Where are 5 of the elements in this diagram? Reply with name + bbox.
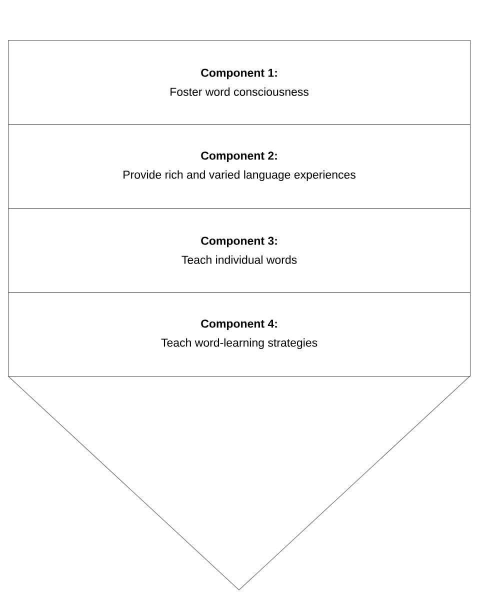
component-band: Component 4: Teach word-learning strategies bbox=[8, 292, 471, 377]
component-band: Component 3: Teach individual words bbox=[8, 208, 471, 293]
chevron-shape bbox=[8, 376, 470, 590]
component-band: Component 2: Provide rich and varied language experiences bbox=[8, 124, 471, 209]
component-band: Component 1: Foster word consciousness bbox=[8, 40, 471, 125]
